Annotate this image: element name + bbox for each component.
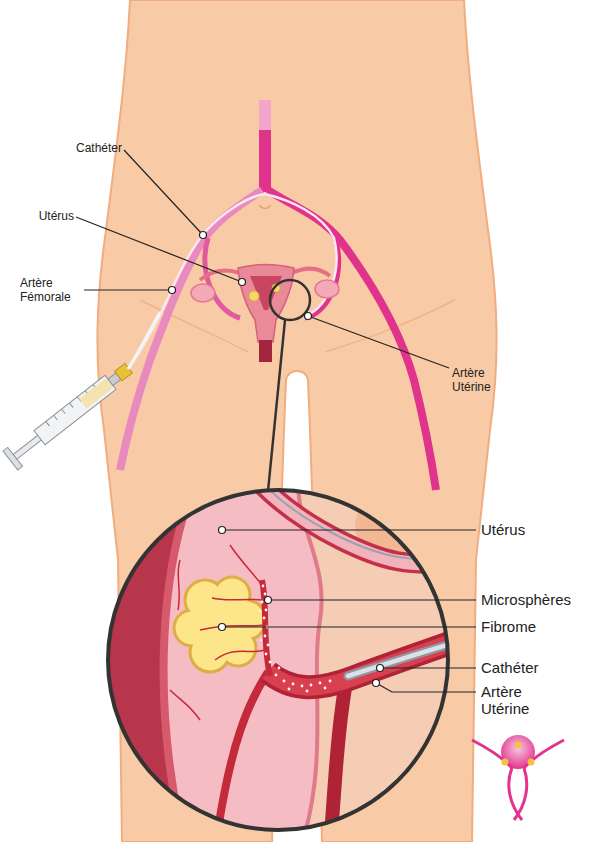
right-iliac-artery bbox=[268, 190, 436, 490]
microspheres bbox=[259, 585, 332, 693]
part-label: Artère Utérine bbox=[481, 683, 549, 717]
leader-dot bbox=[373, 680, 380, 687]
leader-line bbox=[124, 150, 203, 235]
microsphere bbox=[264, 635, 267, 638]
syringe-barrel bbox=[34, 375, 116, 445]
leader-line bbox=[222, 626, 476, 627]
magnifier-big-circle bbox=[108, 490, 448, 830]
part-label: Artère Utérine bbox=[452, 366, 510, 394]
leader-dot bbox=[219, 624, 226, 631]
syringe-fluid bbox=[79, 378, 113, 408]
left-iliac-artery bbox=[120, 190, 262, 470]
part-label: Microsphères bbox=[481, 591, 589, 608]
aorta-fade bbox=[259, 100, 271, 130]
microsphere bbox=[260, 639, 262, 641]
small-vessel bbox=[230, 545, 262, 585]
uterus-shape bbox=[238, 265, 294, 343]
microsphere bbox=[267, 644, 270, 647]
microsphere bbox=[306, 690, 309, 693]
microsphere bbox=[283, 680, 286, 683]
fallopian-tube bbox=[292, 269, 330, 276]
leader-dot bbox=[169, 287, 176, 294]
microsphere bbox=[262, 585, 265, 588]
microsphere bbox=[265, 609, 268, 612]
microsphere bbox=[288, 688, 291, 691]
microsphere bbox=[259, 610, 261, 612]
microsphere bbox=[301, 685, 304, 688]
logo-body bbox=[509, 768, 527, 820]
leader-lines bbox=[76, 150, 476, 692]
uterine-cavity bbox=[250, 276, 282, 310]
leader-line bbox=[380, 667, 476, 668]
microsphere bbox=[269, 661, 272, 664]
leader-line bbox=[308, 316, 449, 368]
leader-dot bbox=[377, 665, 384, 672]
leader-line bbox=[222, 529, 476, 530]
uterus-zoom bbox=[90, 470, 322, 842]
leader-line bbox=[268, 599, 476, 600]
logo-dot bbox=[528, 759, 535, 766]
microsphere bbox=[263, 617, 266, 620]
small-fibroid bbox=[249, 291, 259, 301]
leader-dot bbox=[305, 313, 312, 320]
part-label: Cathéter bbox=[481, 659, 589, 676]
leader-line bbox=[84, 289, 172, 290]
tube-zoom-core bbox=[262, 482, 470, 559]
navel bbox=[259, 205, 271, 209]
logo-dot bbox=[515, 742, 522, 749]
microsphere bbox=[310, 684, 313, 687]
zoom-view bbox=[90, 470, 470, 842]
fibroid-vessels bbox=[170, 545, 265, 720]
logo bbox=[472, 735, 564, 820]
leader-dot bbox=[219, 527, 226, 534]
uterine-artery-zoom-inner bbox=[268, 636, 470, 687]
syringe-plunger bbox=[13, 435, 42, 459]
aorta bbox=[259, 130, 271, 192]
microsphere bbox=[278, 667, 281, 670]
leader-dot bbox=[265, 597, 272, 604]
uterine-artery-zoom bbox=[268, 636, 470, 687]
part-label: Utérus bbox=[10, 209, 74, 223]
microsphere bbox=[324, 687, 327, 690]
microsphere bbox=[292, 683, 295, 686]
part-label: Artère Fémorale bbox=[20, 276, 82, 304]
small-vessel bbox=[215, 650, 265, 660]
leader-dot bbox=[200, 232, 207, 239]
part-label: Utérus bbox=[481, 521, 589, 538]
vagina bbox=[259, 340, 272, 362]
microsphere bbox=[261, 601, 264, 604]
microsphere bbox=[329, 680, 332, 683]
microsphere bbox=[319, 682, 322, 685]
catheter-line bbox=[128, 312, 160, 369]
ovary bbox=[315, 280, 339, 298]
catheter-zoom bbox=[348, 638, 470, 676]
logo-arms bbox=[472, 740, 564, 768]
small-vessel bbox=[170, 690, 200, 720]
catheter-tube bbox=[129, 194, 336, 368]
logo-disc bbox=[501, 735, 535, 769]
catheter-zoom-inner bbox=[348, 638, 470, 676]
fibroid-fill bbox=[176, 579, 265, 671]
logo-dot bbox=[502, 759, 509, 766]
microsphere bbox=[264, 593, 267, 596]
ovary bbox=[191, 284, 215, 302]
leader-dot bbox=[239, 279, 246, 286]
left-internal-artery bbox=[205, 238, 240, 318]
magnifier-link bbox=[268, 320, 285, 491]
leader-line bbox=[376, 683, 476, 692]
fibroid bbox=[174, 577, 266, 672]
microsphere bbox=[265, 653, 268, 656]
part-label: Cathéter bbox=[30, 141, 122, 155]
part-label: Fibrome bbox=[481, 618, 589, 635]
leader-dots bbox=[169, 232, 384, 687]
small-vessel bbox=[178, 560, 180, 610]
small-vessel bbox=[212, 598, 262, 600]
leader-line bbox=[76, 217, 242, 282]
artery-down bbox=[215, 672, 268, 842]
syringe bbox=[3, 359, 136, 470]
microsphere bbox=[275, 674, 278, 677]
magnifier-small-circle bbox=[270, 280, 310, 320]
